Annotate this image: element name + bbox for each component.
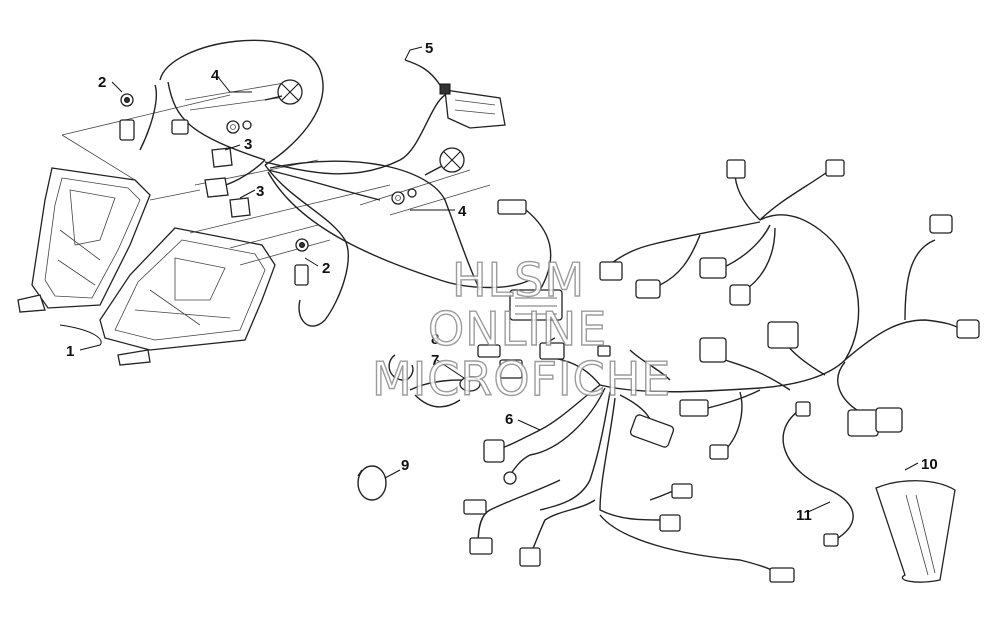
callout-3-upper: 3 <box>244 136 252 153</box>
callout-9: 9 <box>401 457 409 474</box>
callout-6: 6 <box>505 411 513 428</box>
part-8-clip <box>388 354 414 381</box>
part-9-clamp <box>357 465 387 501</box>
callout-1: 1 <box>66 343 74 360</box>
headlight-left <box>17 167 151 313</box>
callout-5: 5 <box>425 40 433 57</box>
harness-connectors <box>463 159 980 583</box>
watermark: HLSM ONLINE MICROFICHE <box>371 252 671 406</box>
callout-2-upper: 2 <box>98 74 106 91</box>
adjuster-knob-upper <box>264 79 303 105</box>
callout-labels: 1 2 2 3 3 4 4 5 6 7 8 9 10 11 <box>66 40 938 524</box>
leader-lines <box>59 46 919 513</box>
connector-part-5 <box>439 83 506 129</box>
callout-11: 11 <box>796 507 812 524</box>
headlight-right <box>99 227 276 366</box>
callout-3-lower: 3 <box>256 183 264 200</box>
part-11-harness <box>782 401 854 547</box>
callout-4-lower: 4 <box>458 203 467 220</box>
watermark-line-3: MICROFICHE <box>372 352 671 406</box>
watermark-line-1: HLSM <box>452 253 585 307</box>
callout-8: 8 <box>431 331 439 348</box>
part-10-sleeve <box>875 480 956 583</box>
central-connector-block <box>477 199 563 358</box>
callout-10: 10 <box>921 456 938 473</box>
bulb-socket-parts <box>119 93 417 286</box>
callout-4-upper: 4 <box>211 67 220 84</box>
adjuster-knob-lower <box>424 147 465 176</box>
part-7-grommet <box>409 376 481 408</box>
callout-7: 7 <box>431 352 439 369</box>
watermark-line-2: ONLINE <box>428 302 607 356</box>
callout-2-lower: 2 <box>322 260 330 277</box>
